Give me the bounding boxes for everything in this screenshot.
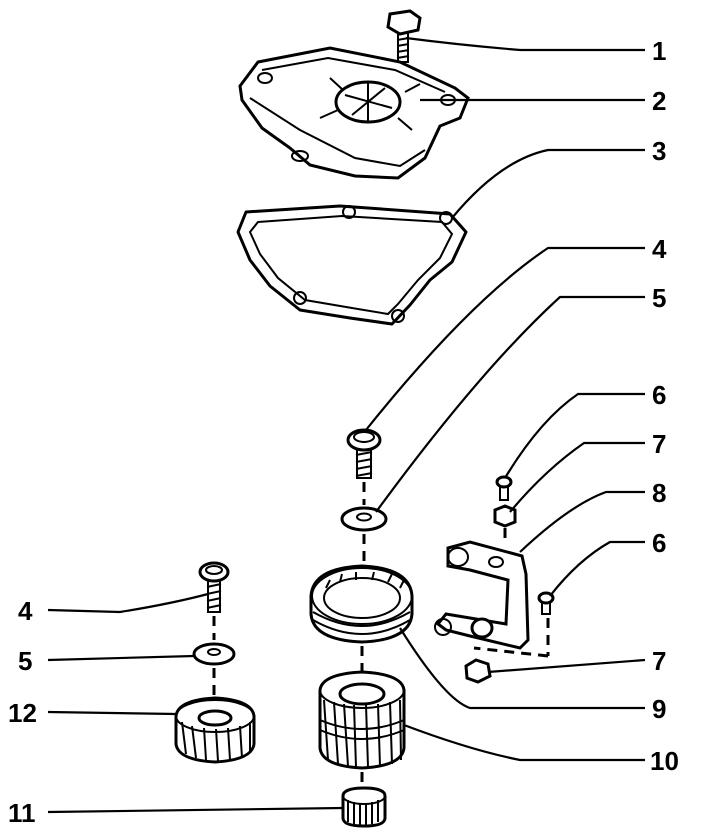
leader-7a xyxy=(509,441,645,513)
leader-5a xyxy=(375,295,645,513)
part-2-cover xyxy=(238,46,470,180)
leader-11 xyxy=(47,806,344,814)
leader-9 xyxy=(399,627,645,710)
leader-6b xyxy=(549,540,645,597)
leader-5b xyxy=(47,654,195,662)
part-8-bracket xyxy=(434,540,550,658)
part-7-nut-lower xyxy=(464,658,492,684)
callout-4a: 4 xyxy=(652,234,667,264)
part-12-gear xyxy=(174,696,256,764)
callout-10: 10 xyxy=(650,746,679,776)
callout-9: 9 xyxy=(652,694,666,724)
leader-3 xyxy=(451,148,645,219)
leader-8 xyxy=(519,490,645,553)
callout-5b: 5 xyxy=(18,646,32,676)
leader-6a xyxy=(504,392,645,479)
callout-6b: 6 xyxy=(652,528,666,558)
part-7-nut-upper xyxy=(493,504,517,545)
part-11-needle-bearing xyxy=(341,786,387,828)
leader-1 xyxy=(405,36,645,52)
callout-labels: 1 2 3 4 5 6 7 8 6 4 5 7 12 9 10 11 xyxy=(8,36,679,828)
leader-lines xyxy=(47,36,646,814)
part-6-bolt-upper xyxy=(495,475,513,501)
callout-4b: 4 xyxy=(18,596,33,626)
callout-6a: 6 xyxy=(652,380,666,410)
part-3-gasket xyxy=(236,204,468,326)
part-9-synchro-ring xyxy=(309,564,414,672)
callout-7b: 7 xyxy=(652,646,666,676)
callout-3: 3 xyxy=(652,136,666,166)
callout-1: 1 xyxy=(652,36,666,66)
callout-5a: 5 xyxy=(652,283,666,313)
leader-12 xyxy=(47,710,177,716)
part-10-gear xyxy=(318,670,406,788)
part-1-bolt xyxy=(386,9,422,63)
callout-7a: 7 xyxy=(652,429,666,459)
callout-8: 8 xyxy=(652,478,666,508)
part-4-screw-lower xyxy=(198,561,230,640)
callout-12: 12 xyxy=(8,698,37,728)
callout-2: 2 xyxy=(652,86,666,116)
part-4-screw-upper xyxy=(346,428,382,505)
leader-4b xyxy=(47,592,209,614)
part-5-washer-lower xyxy=(192,642,236,696)
leader-4a xyxy=(365,246,645,431)
leader-10 xyxy=(403,723,645,762)
part-5-washer-upper xyxy=(340,506,388,570)
leader-7b xyxy=(487,658,646,674)
callout-11: 11 xyxy=(8,798,36,828)
